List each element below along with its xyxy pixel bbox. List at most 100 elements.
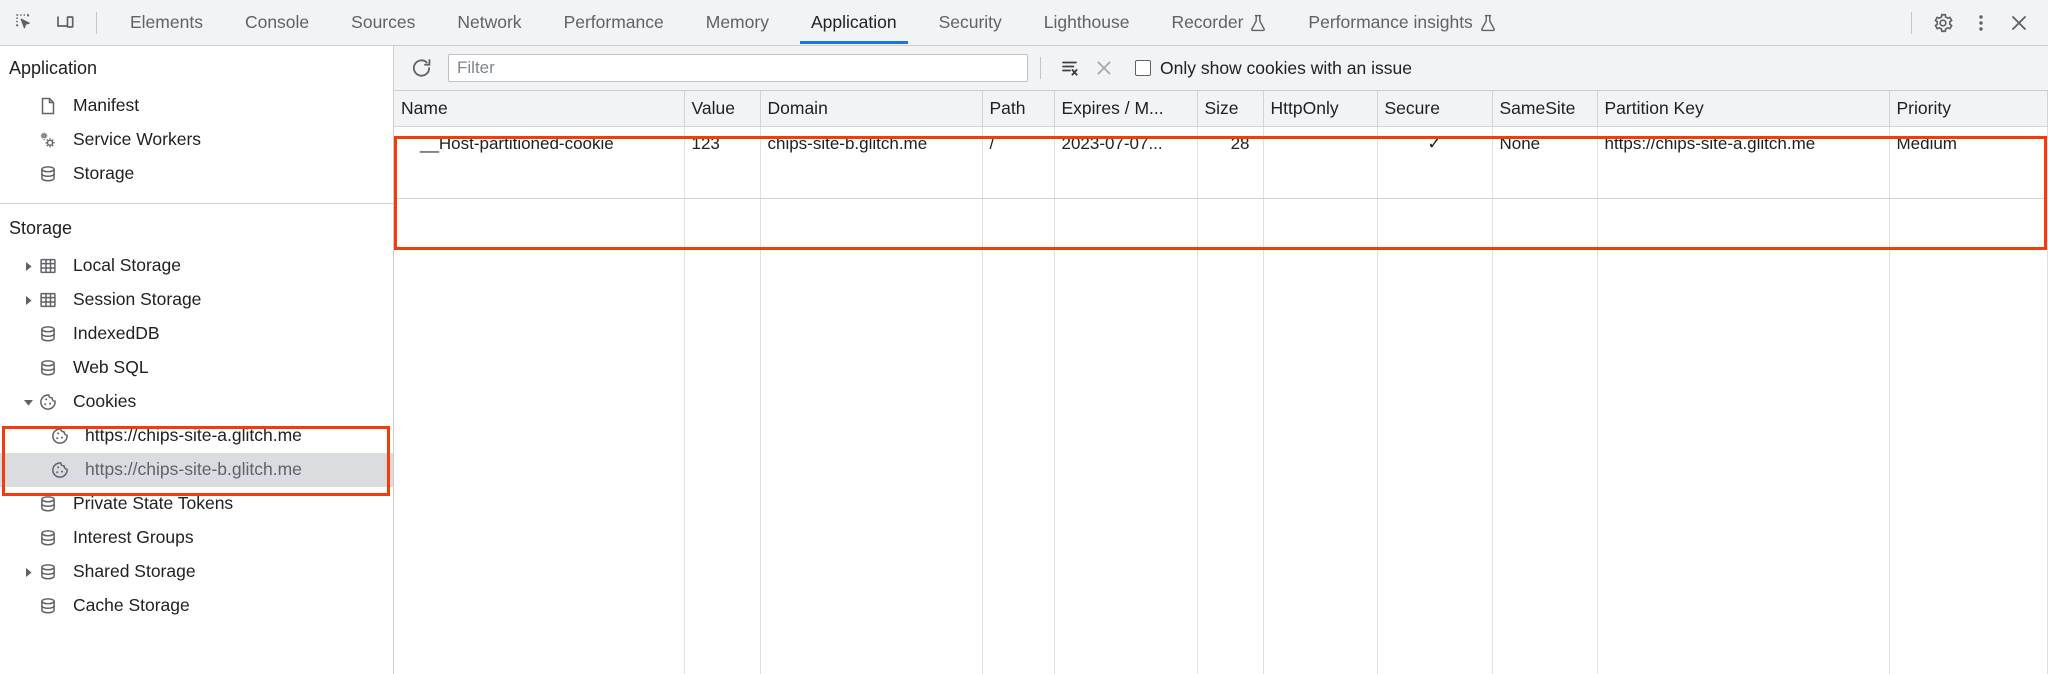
database-icon — [38, 528, 64, 548]
column-header-httponly[interactable]: HttpOnly — [1263, 91, 1378, 127]
cell-samesite[interactable]: None — [1492, 126, 1598, 162]
table-empty-cell — [982, 630, 1055, 666]
sidebar-item-storage-cookies[interactable]: Cookies — [0, 385, 393, 419]
close-devtools-icon[interactable] — [2000, 4, 2038, 42]
inspect-element-icon[interactable] — [6, 4, 44, 42]
sidebar-item-storage-local-storage[interactable]: Local Storage — [0, 249, 393, 283]
cell-secure[interactable]: ✓ — [1377, 126, 1493, 162]
sidebar-item-app-storage[interactable]: Storage — [0, 157, 393, 191]
column-header-expires-m[interactable]: Expires / M... — [1054, 91, 1198, 127]
sidebar-item-storage-cache-storage[interactable]: Cache Storage — [0, 589, 393, 623]
chevron-right-icon[interactable] — [18, 295, 38, 306]
experiment-flask-icon — [1480, 14, 1496, 32]
device-toolbar-icon[interactable] — [46, 4, 84, 42]
table-empty-cell — [1263, 630, 1378, 666]
tab-console[interactable]: Console — [224, 0, 330, 46]
cell-httponly[interactable] — [1263, 126, 1378, 162]
column-header-name[interactable]: Name — [394, 91, 685, 127]
column-header-samesite[interactable]: SameSite — [1492, 91, 1598, 127]
table-empty-cell — [1263, 558, 1378, 594]
sidebar-item-storage-https-chips-site-a-glitch-me[interactable]: https://chips-site-a.glitch.me — [0, 419, 393, 453]
table-empty-cell — [1263, 450, 1378, 486]
filter-input[interactable] — [448, 54, 1028, 82]
sidebar-item-storage-https-chips-site-b-glitch-me[interactable]: https://chips-site-b.glitch.me — [0, 453, 393, 487]
more-options-icon[interactable] — [1962, 4, 2000, 42]
sidebar-item-storage-web-sql[interactable]: Web SQL — [0, 351, 393, 385]
tree-item-label: Storage — [73, 163, 135, 184]
cell-expires[interactable]: 2023-07-07... — [1054, 126, 1198, 162]
sidebar-item-storage-session-storage[interactable]: Session Storage — [0, 283, 393, 317]
sidebar-item-storage-interest-groups[interactable]: Interest Groups — [0, 521, 393, 555]
table-empty-cell — [1492, 378, 1598, 414]
cell-partition-key[interactable]: https://chips-site-a.glitch.me — [1597, 126, 1890, 162]
tab-lighthouse[interactable]: Lighthouse — [1023, 0, 1151, 46]
table-empty-cell — [394, 630, 685, 666]
table-empty-cell — [1197, 342, 1264, 378]
cell-path[interactable]: / — [982, 126, 1055, 162]
tab-security[interactable]: Security — [918, 0, 1023, 46]
table-empty-cell — [684, 270, 761, 306]
chevron-down-icon[interactable] — [18, 397, 38, 408]
column-header-partition-key[interactable]: Partition Key — [1597, 91, 1890, 127]
tab-network[interactable]: Network — [436, 0, 542, 46]
table-empty-cell — [1492, 414, 1598, 450]
only-show-issues-checkbox[interactable] — [1135, 60, 1151, 76]
sidebar-item-storage-private-state-tokens[interactable]: Private State Tokens — [0, 487, 393, 521]
tab-recorder[interactable]: Recorder — [1150, 0, 1287, 46]
table-filler-cell — [1597, 162, 1890, 199]
tab-elements[interactable]: Elements — [109, 0, 224, 46]
cookie-icon — [38, 392, 64, 412]
table-empty-cell — [1197, 522, 1264, 558]
cookies-panel: Only show cookies with an issue NameValu… — [394, 46, 2048, 674]
only-show-issues-control[interactable]: Only show cookies with an issue — [1135, 58, 1412, 79]
column-header-secure[interactable]: Secure — [1377, 91, 1493, 127]
tab-application[interactable]: Application — [790, 0, 918, 46]
tab-label: Performance — [563, 12, 664, 32]
column-header-size[interactable]: Size — [1197, 91, 1264, 127]
tree-item-label: Shared Storage — [73, 561, 196, 582]
sidebar-item-app-service-workers[interactable]: Service Workers — [0, 123, 393, 157]
table-empty-cell — [1197, 378, 1264, 414]
table-empty-cell — [982, 522, 1055, 558]
table-empty-row — [394, 270, 2048, 306]
cell-value[interactable]: 123 — [684, 126, 761, 162]
tab-memory[interactable]: Memory — [685, 0, 790, 46]
tab-performance[interactable]: Performance — [543, 0, 685, 46]
sidebar-item-app-manifest[interactable]: Manifest — [0, 89, 393, 123]
table-empty-cell — [684, 522, 761, 558]
refresh-icon[interactable] — [404, 51, 438, 85]
close-icon[interactable] — [1087, 51, 1121, 85]
sidebar-item-storage-indexeddb[interactable]: IndexedDB — [0, 317, 393, 351]
table-empty-cell — [1377, 666, 1493, 674]
table-empty-cell — [1054, 306, 1198, 342]
table-empty-cell — [760, 450, 983, 486]
table-empty-cell — [394, 198, 685, 234]
column-header-value[interactable]: Value — [684, 91, 761, 127]
cookie-icon — [50, 460, 76, 480]
cell-name[interactable]: __Host-partitioned-cookie — [394, 126, 685, 162]
table-empty-cell — [394, 594, 685, 630]
chevron-right-icon[interactable] — [18, 567, 38, 578]
column-header-priority[interactable]: Priority — [1889, 91, 2048, 127]
column-header-domain[interactable]: Domain — [760, 91, 983, 127]
cell-domain[interactable]: chips-site-b.glitch.me — [760, 126, 983, 162]
table-empty-cell — [760, 198, 983, 234]
table-empty-cell — [982, 234, 1055, 270]
cell-size[interactable]: 28 — [1197, 126, 1264, 162]
cell-priority[interactable]: Medium — [1889, 126, 2048, 162]
sidebar-item-storage-shared-storage[interactable]: Shared Storage — [0, 555, 393, 589]
clear-filters-icon[interactable] — [1053, 51, 1087, 85]
tab-performance-insights[interactable]: Performance insights — [1287, 0, 1516, 46]
table-empty-cell — [760, 414, 983, 450]
chevron-right-icon[interactable] — [18, 261, 38, 272]
settings-gear-icon[interactable] — [1924, 4, 1962, 42]
column-header-path[interactable]: Path — [982, 91, 1055, 127]
tab-sources[interactable]: Sources — [330, 0, 436, 46]
table-empty-cell — [760, 522, 983, 558]
table-empty-cell — [1054, 522, 1198, 558]
table-empty-cell — [1492, 486, 1598, 522]
